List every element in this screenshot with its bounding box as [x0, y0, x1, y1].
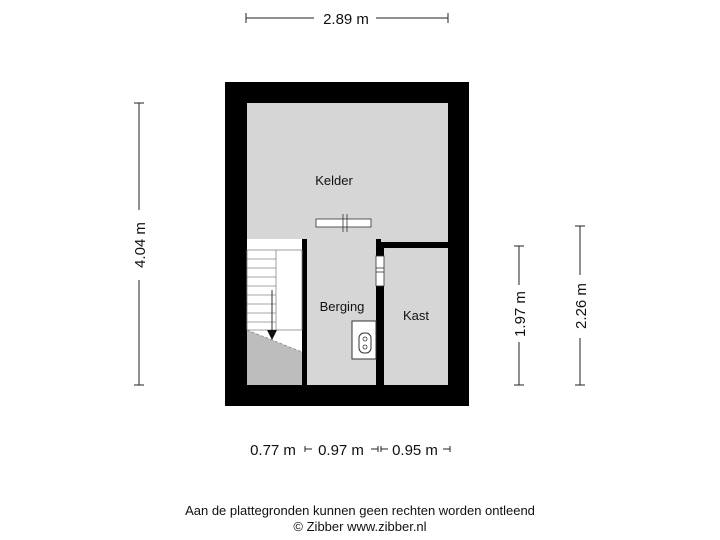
dimension-bottom-3-label: 0.95 m: [392, 442, 438, 459]
boiler-icon: [351, 320, 377, 360]
dimension-left-label: 4.04 m: [132, 222, 149, 268]
dimension-left: [134, 102, 144, 386]
dimension-right-inner: [514, 245, 524, 386]
room-label-berging: Berging: [320, 299, 365, 314]
room-label-kelder: Kelder: [315, 173, 353, 188]
door-berging-kast: [375, 255, 385, 287]
footer-copyright: © Zibber www.zibber.nl: [293, 519, 427, 534]
stair-landing: [247, 330, 302, 385]
dimension-bottom-ticks: [304, 446, 451, 452]
room-label-kast: Kast: [403, 308, 429, 323]
dimension-bottom-1-label: 0.77 m: [250, 442, 296, 459]
dimension-right-outer: [575, 225, 585, 386]
dimension-top-label: 2.89 m: [323, 11, 369, 28]
dimension-right-inner-label: 1.97 m: [512, 291, 529, 337]
footer-disclaimer: Aan de plattegronden kunnen geen rechten…: [185, 503, 535, 518]
room-kast: [384, 248, 448, 385]
dimension-right-outer-label: 2.26 m: [573, 283, 590, 329]
stair-arrow-icon: [267, 330, 277, 340]
room-kelder-extension: [381, 103, 448, 242]
door-kelder-berging: [315, 218, 372, 228]
dimension-bottom-2-label: 0.97 m: [318, 442, 364, 459]
dimension-top: [245, 13, 449, 23]
